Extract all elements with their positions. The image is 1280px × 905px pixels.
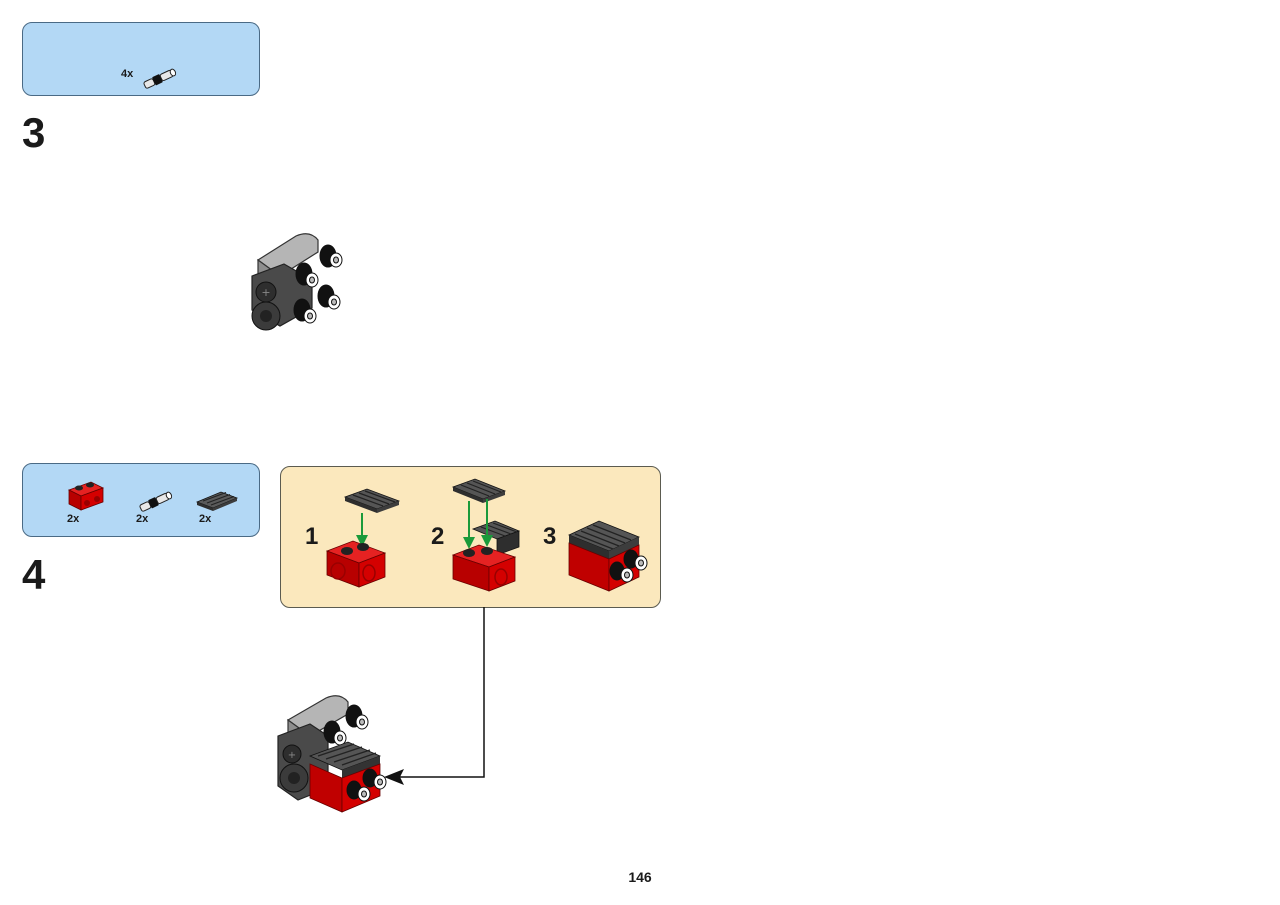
- part-quantity: 2x: [199, 513, 212, 525]
- part-quantity: 2x: [136, 513, 149, 525]
- substep-1-illustration: [323, 485, 403, 593]
- callout-connector-arrow: [380, 607, 490, 787]
- step-3-assembly-illustration: +: [244, 230, 354, 334]
- svg-text:+: +: [288, 750, 296, 761]
- page-number: 146: [628, 869, 652, 885]
- substep-2-illustration: [449, 473, 529, 595]
- step-number: 3: [22, 109, 46, 156]
- svg-text:+: +: [261, 286, 270, 299]
- substep-number: 1: [305, 523, 319, 550]
- step-4-assembly-illustration: +: [270, 692, 400, 816]
- substep-3-illustration: [565, 515, 657, 599]
- step-3-parts-box: 4x: [22, 22, 260, 96]
- substep-callout-box: 1 2 3: [280, 466, 661, 608]
- substep-number: 2: [431, 523, 445, 550]
- connector-pin-icon: [135, 490, 177, 512]
- red-technic-brick-icon: [65, 478, 105, 514]
- substep-number: 3: [543, 523, 557, 550]
- step-number: 4: [22, 551, 46, 598]
- connector-pin-icon: [139, 67, 181, 89]
- step-4-parts-box: 2x 2x 2x: [22, 463, 260, 537]
- dark-grey-grille-tile-icon: [195, 488, 239, 512]
- part-quantity: 2x: [67, 513, 80, 525]
- part-quantity: 4x: [121, 68, 134, 80]
